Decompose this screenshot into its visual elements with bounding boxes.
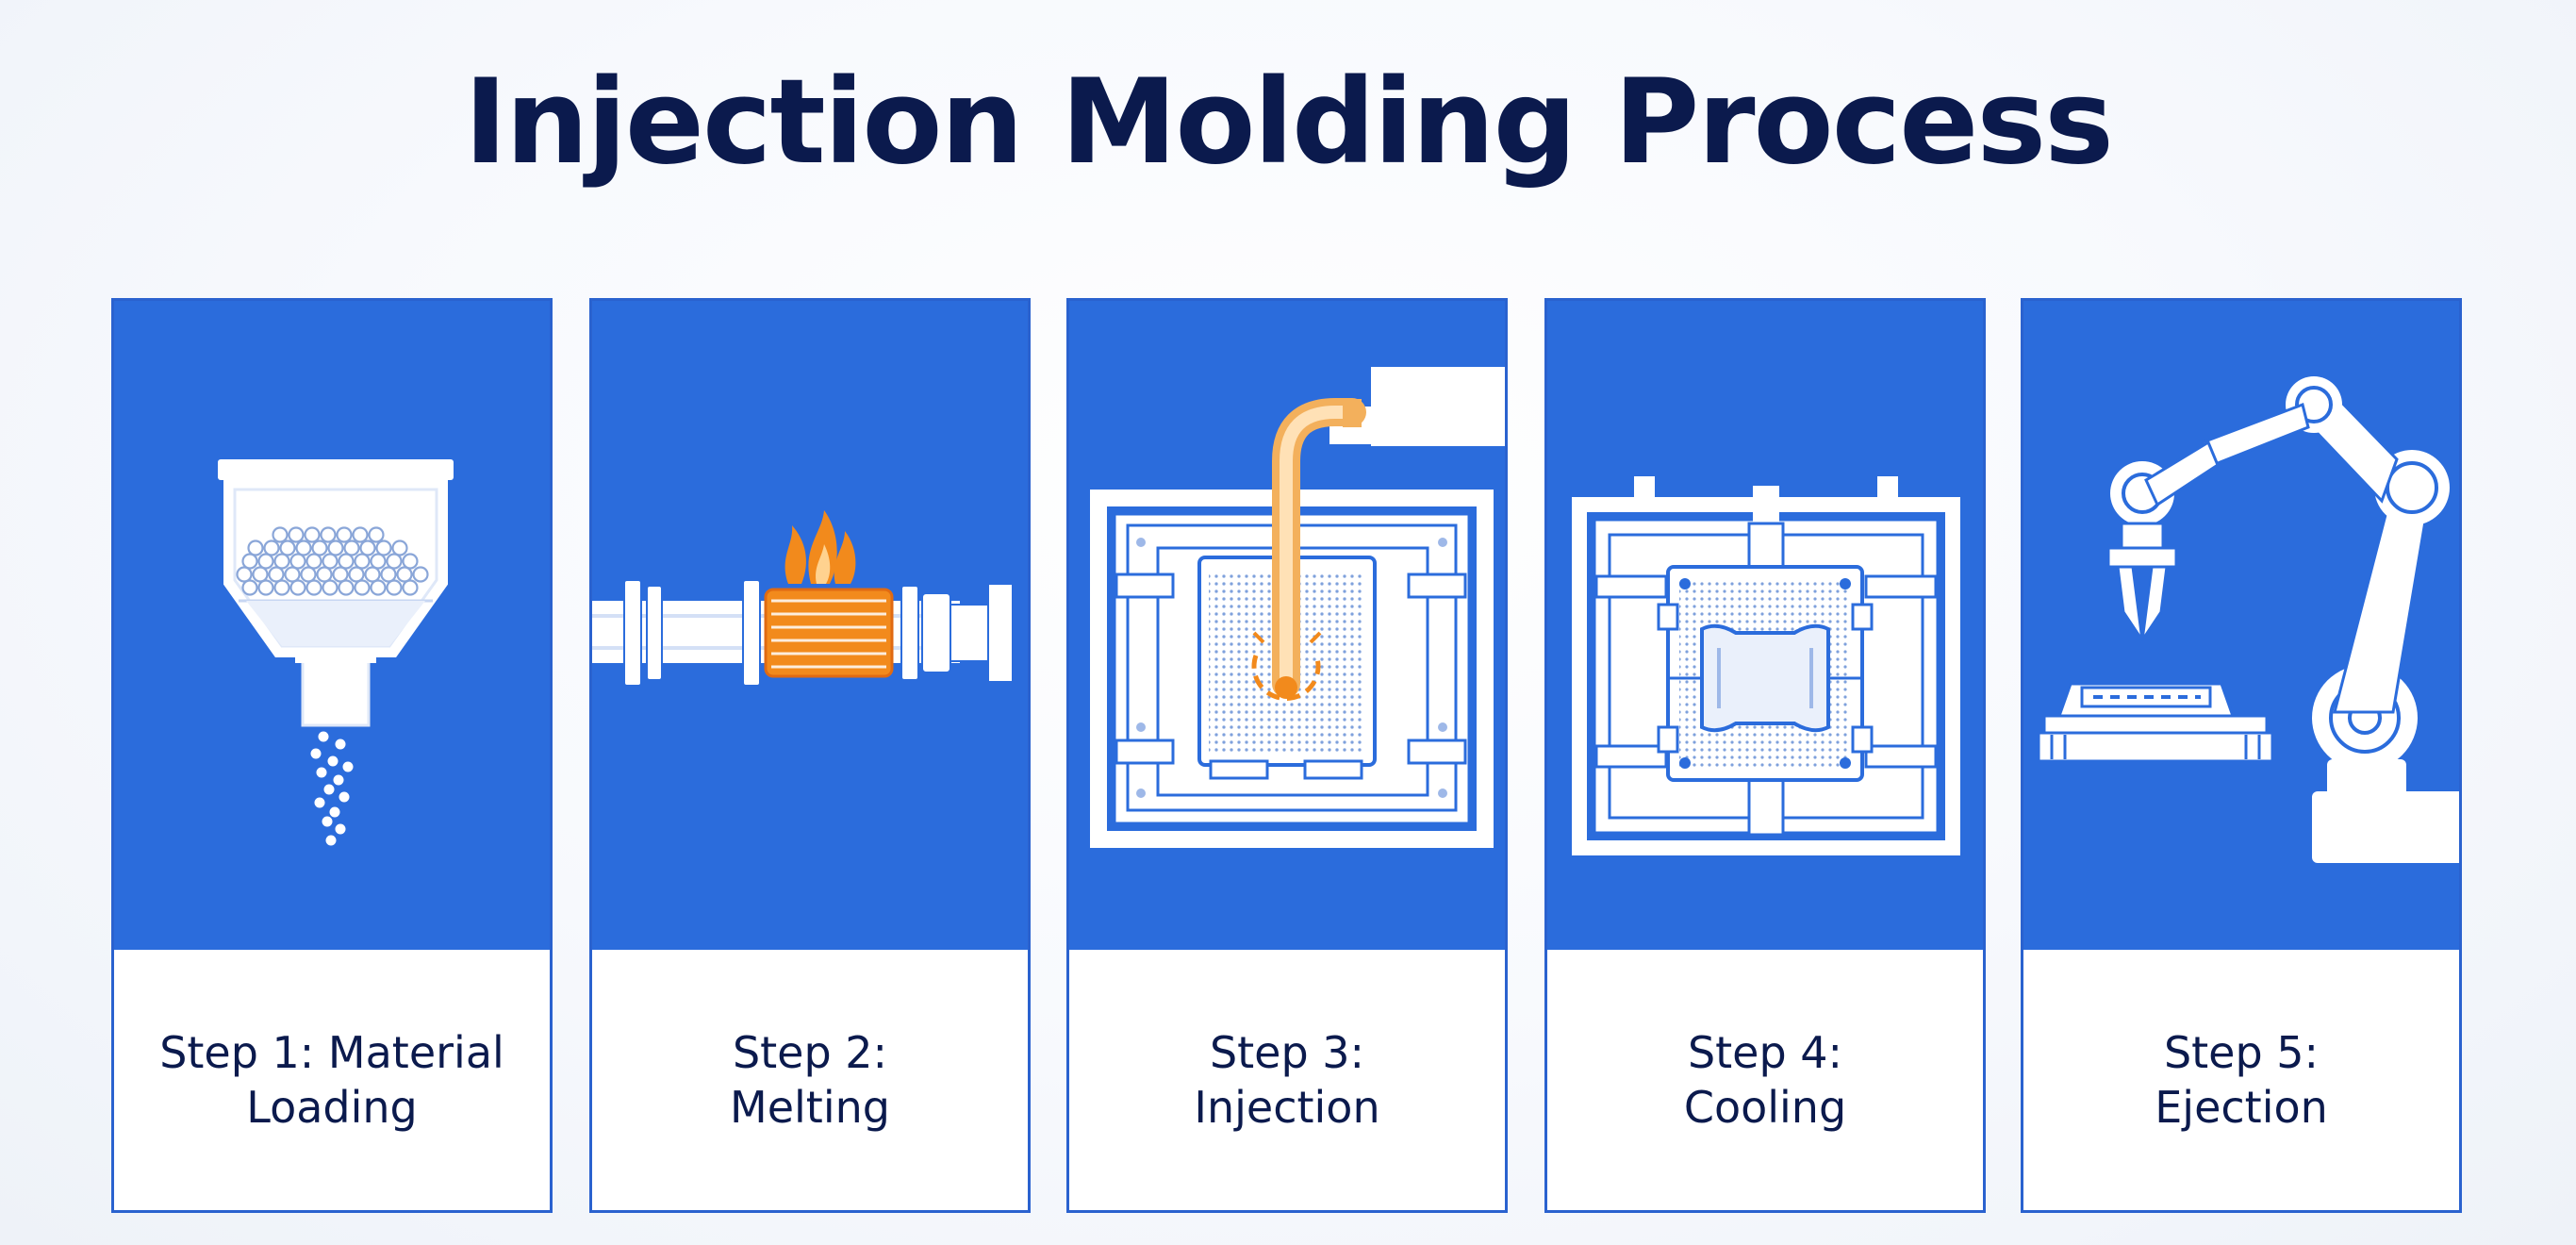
pellet: [273, 553, 290, 570]
step-2-label: Step 2:: [732, 1027, 888, 1078]
step-card-5: Step 5: Ejection: [2021, 298, 2462, 1213]
step-2-caption: Step 2: Melting: [592, 950, 1028, 1210]
step-4-label: Step 4:: [1687, 1027, 1843, 1078]
pellet: [332, 566, 349, 583]
pellet: [338, 579, 355, 596]
pellet: [359, 540, 376, 556]
step-5-name: Ejection: [2155, 1082, 2328, 1133]
pellet: [241, 579, 258, 596]
falling-pellet: [342, 761, 354, 772]
step-card-2: Step 2: Melting: [589, 298, 1031, 1213]
pellet: [257, 553, 274, 570]
falling-pellet: [333, 774, 344, 786]
pellet: [257, 579, 274, 596]
step-4-name: Cooling: [1683, 1082, 1847, 1133]
heated-barrel-icon: [592, 510, 1014, 687]
pellet: [386, 579, 403, 596]
step-3-name: Injection: [1194, 1082, 1380, 1133]
falling-pellet: [335, 823, 346, 835]
pellet: [263, 540, 280, 556]
step-1-illustration: [114, 301, 550, 950]
step-1-name: Loading: [246, 1082, 418, 1133]
step-card-1: Step 1: Material Loading: [111, 298, 553, 1213]
step-5-caption: Step 5: Ejection: [2023, 950, 2459, 1210]
pellet: [295, 540, 312, 556]
step-1-label: Step 1: Material: [159, 1027, 504, 1078]
pellet: [322, 553, 339, 570]
pellet: [343, 540, 360, 556]
step-3-label: Step 3:: [1209, 1027, 1365, 1078]
pellet: [391, 540, 408, 556]
step-3-illustration: [1069, 301, 1505, 950]
falling-pellet: [323, 784, 335, 795]
step-card-3: Step 3: Injection: [1066, 298, 1508, 1213]
pellet: [252, 566, 269, 583]
falling-pellet: [314, 797, 325, 808]
pellet: [386, 553, 403, 570]
pellet: [370, 579, 387, 596]
pellet: [268, 566, 285, 583]
pellet: [284, 566, 301, 583]
pellet: [300, 566, 317, 583]
pellet: [304, 526, 321, 543]
step-5-illustration: [2023, 301, 2459, 950]
pellet: [289, 579, 306, 596]
pellet: [348, 566, 365, 583]
robotic-arm-gripper-icon: [2037, 376, 2459, 863]
pellet: [380, 566, 397, 583]
closed-mold-part-icon: [1572, 476, 1960, 855]
hopper-with-pellets-icon: [218, 459, 454, 846]
pellet: [279, 540, 296, 556]
pellet: [327, 540, 344, 556]
pellet: [316, 566, 333, 583]
pellet: [305, 553, 322, 570]
step-card-4: Step 4: Cooling: [1544, 298, 1986, 1213]
falling-pellet: [322, 816, 333, 827]
pellet: [354, 553, 371, 570]
pellet: [354, 579, 371, 596]
falling-pellet: [316, 767, 327, 778]
step-1-caption: Step 1: Material Loading: [114, 950, 550, 1210]
pellet: [288, 526, 305, 543]
pellet: [402, 579, 419, 596]
pellet: [241, 553, 258, 570]
pellet: [396, 566, 413, 583]
pellet: [236, 566, 253, 583]
falling-pellet: [335, 739, 346, 750]
pellet: [412, 566, 429, 583]
pellet: [368, 526, 385, 543]
pellet: [247, 540, 264, 556]
page-title: Injection Molding Process: [464, 55, 2114, 191]
pellet: [322, 579, 339, 596]
falling-pellet: [329, 806, 340, 818]
pellet: [370, 553, 387, 570]
pellet: [320, 526, 337, 543]
step-2-name: Melting: [730, 1082, 890, 1133]
step-3-caption: Step 3: Injection: [1069, 950, 1505, 1210]
falling-pellet: [318, 731, 329, 742]
falling-pellet: [310, 748, 322, 759]
step-4-caption: Step 4: Cooling: [1547, 950, 1983, 1210]
pellet: [352, 526, 369, 543]
pellet: [311, 540, 328, 556]
pellet: [336, 526, 353, 543]
pellet: [273, 579, 290, 596]
step-5-label: Step 5:: [2163, 1027, 2320, 1078]
pellet: [364, 566, 381, 583]
pellet: [272, 526, 289, 543]
pellet: [375, 540, 392, 556]
falling-pellet: [327, 755, 339, 767]
pellet: [338, 553, 355, 570]
pellet: [289, 553, 306, 570]
pellet: [305, 579, 322, 596]
step-4-illustration: [1547, 301, 1983, 950]
falling-pellet: [339, 791, 350, 803]
mold-injection-nozzle-icon: [1090, 367, 1505, 848]
step-2-illustration: [592, 301, 1028, 950]
falling-pellet: [325, 835, 337, 846]
pellet: [402, 553, 419, 570]
